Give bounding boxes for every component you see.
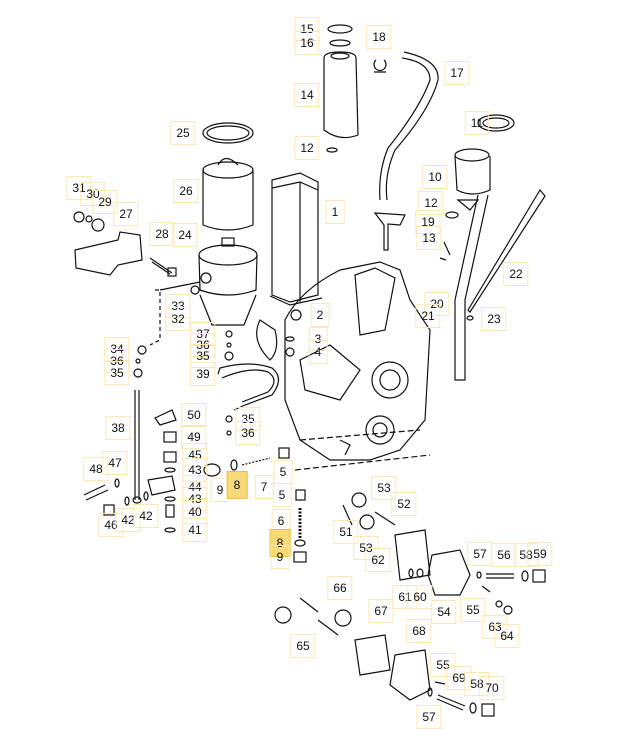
- part-label-54[interactable]: 54: [431, 600, 458, 624]
- part-label-57[interactable]: 57: [467, 542, 494, 566]
- oil-filter-housing: [190, 237, 258, 326]
- part-label-3[interactable]: 3: [308, 327, 327, 351]
- part-label-59[interactable]: 59: [527, 542, 554, 566]
- part-label-17[interactable]: 17: [444, 61, 471, 85]
- engine-crankcase: [256, 261, 431, 471]
- part-label-42b[interactable]: 42: [133, 504, 160, 528]
- part-label-22[interactable]: 22: [503, 262, 530, 286]
- part-label-2[interactable]: 2: [310, 303, 329, 327]
- part-label-8b-highlighted[interactable]: 8: [269, 529, 291, 557]
- sender-rod: [134, 390, 140, 500]
- part-label-57b[interactable]: 57: [416, 705, 443, 729]
- part-label-14[interactable]: 14: [294, 83, 321, 107]
- part-label-12b[interactable]: 12: [418, 191, 445, 215]
- part-label-66[interactable]: 66: [327, 576, 354, 600]
- part-label-40[interactable]: 40: [182, 500, 209, 524]
- part-label-1[interactable]: 1: [325, 200, 344, 224]
- part-label-6[interactable]: 6: [271, 509, 290, 533]
- oil-pump-gears: [274, 492, 396, 636]
- part-label-8-highlighted[interactable]: 8: [226, 471, 248, 499]
- filter-element: [202, 157, 254, 231]
- part-label-26[interactable]: 26: [173, 179, 200, 203]
- part-label-21[interactable]: 21: [415, 304, 442, 328]
- mounting-bracket: [74, 231, 143, 276]
- gasket-ring-11: [477, 114, 515, 132]
- part-label-47[interactable]: 47: [102, 451, 129, 475]
- filter-gasket: [202, 122, 254, 144]
- part-label-32[interactable]: 32: [165, 307, 192, 331]
- part-label-53[interactable]: 53: [371, 476, 398, 500]
- pump-gasket-2: [354, 634, 391, 676]
- oil-pipe: [217, 363, 280, 411]
- pump-gasket: [394, 529, 431, 581]
- part-label-41[interactable]: 41: [182, 518, 209, 542]
- part-label-4[interactable]: 4: [308, 340, 327, 364]
- pump-housing: [389, 649, 431, 701]
- part-label-24[interactable]: 24: [172, 223, 199, 247]
- part-label-9[interactable]: 9: [210, 478, 229, 502]
- part-label-67[interactable]: 67: [368, 599, 395, 623]
- part-label-35[interactable]: 35: [190, 344, 217, 368]
- part-label-12[interactable]: 12: [294, 136, 321, 160]
- part-label-55[interactable]: 55: [460, 598, 487, 622]
- part-label-52[interactable]: 52: [391, 492, 418, 516]
- part-label-27[interactable]: 27: [113, 202, 140, 226]
- part-label-10[interactable]: 10: [422, 165, 449, 189]
- part-label-13[interactable]: 13: [416, 226, 443, 250]
- part-label-23[interactable]: 23: [481, 307, 508, 331]
- dipstick: [467, 188, 546, 313]
- part-label-29[interactable]: 29: [92, 190, 119, 214]
- part-label-7[interactable]: 7: [254, 475, 273, 499]
- part-label-9b[interactable]: 9: [270, 545, 289, 569]
- part-label-25[interactable]: 25: [170, 121, 197, 145]
- part-label-62[interactable]: 62: [365, 548, 392, 572]
- oil-filler-neck: [454, 148, 491, 381]
- part-label-39[interactable]: 39: [190, 362, 217, 386]
- part-label-65[interactable]: 65: [290, 634, 317, 658]
- pump-cover: [427, 549, 471, 596]
- part-label-11[interactable]: 11: [464, 111, 490, 135]
- part-label-70[interactable]: 70: [479, 676, 506, 700]
- part-label-36c[interactable]: 36: [235, 421, 262, 445]
- part-label-5b[interactable]: 5: [272, 483, 291, 507]
- part-label-50[interactable]: 50: [181, 403, 208, 427]
- oil-cooler: [269, 172, 323, 306]
- part-label-28[interactable]: 28: [149, 222, 176, 246]
- part-label-49[interactable]: 49: [181, 425, 208, 449]
- part-label-18[interactable]: 18: [366, 25, 393, 49]
- part-label-68[interactable]: 68: [406, 619, 433, 643]
- part-label-38[interactable]: 38: [105, 416, 132, 440]
- part-label-5[interactable]: 5: [273, 460, 292, 484]
- part-label-51[interactable]: 51: [333, 520, 360, 544]
- relief-valve-plunger: [203, 447, 307, 563]
- oil-reservoir: [323, 24, 387, 153]
- part-label-16[interactable]: 16: [294, 31, 321, 55]
- part-label-48[interactable]: 48: [83, 457, 110, 481]
- part-label-60[interactable]: 60: [407, 585, 434, 609]
- part-label-64[interactable]: 64: [494, 624, 521, 648]
- oil-hose: [379, 51, 439, 201]
- part-label-35b[interactable]: 35: [104, 361, 131, 385]
- part-label-56[interactable]: 56: [491, 543, 518, 567]
